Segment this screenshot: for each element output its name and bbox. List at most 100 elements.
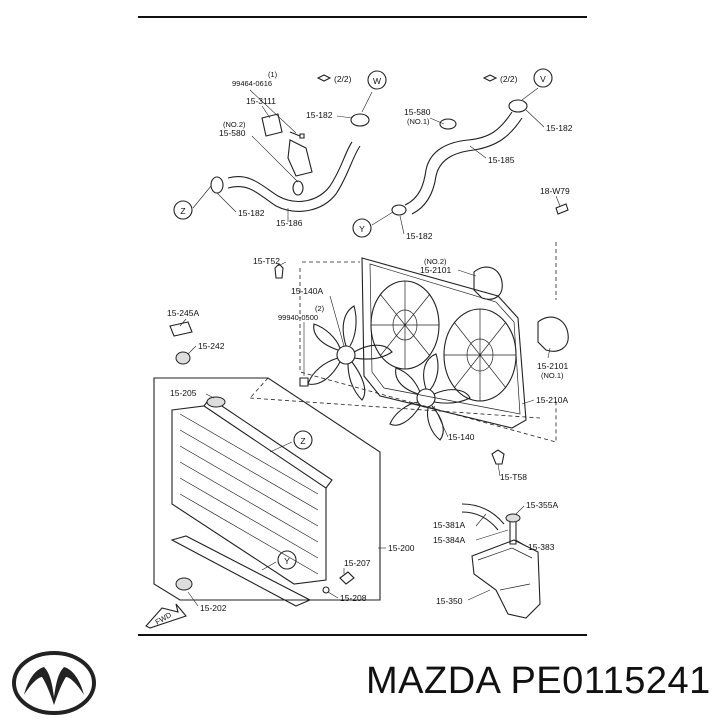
hose-clip-icon-v [482,74,498,82]
leader-15-185 [469,145,487,159]
label-15-t58: 15-T58 [500,472,527,482]
marker-w: W [373,76,381,86]
reservoir-group [461,503,541,619]
leader-15-245a [179,318,187,327]
leader-w [361,91,373,113]
label-15-2101-right: 15-2101 [537,361,568,371]
bracket-15-3111 [261,113,283,137]
label-15-140a: 15-140A [291,286,323,296]
label-15-383: 15-383 [528,542,555,552]
hose-15-185 [404,111,513,206]
leader-15-140 [433,405,449,438]
label-15-242: 15-242 [198,341,225,351]
radiator-group [145,318,541,629]
marker-w-circle [367,70,387,90]
marker-y-lower: Y [284,556,290,566]
label-hose-clip-v: (2/2) [500,74,518,84]
hose-15-186-edge [227,145,361,212]
label-15-200: 15-200 [388,543,415,553]
label-15-245a: 15-245A [167,308,199,318]
leader-15-242 [187,345,197,355]
logo-wing-icon [24,667,84,705]
label-15-208: 15-208 [340,593,367,603]
radiator-core [171,405,327,585]
markers: W V Z Y Z Y FWD [154,68,553,627]
reservoir-detail [477,547,533,591]
nut-99940-0500 [299,377,309,387]
label-99464-0616: 99464-0616 [232,79,272,88]
radiator-dash [249,377,541,419]
label-15-2101-top: 15-2101 [420,265,451,275]
part-labels: (1) 99464-0616 15-3111 (NO.2) 15-580 15-… [167,70,573,613]
label-15-3111: 15-3111 [246,96,276,106]
clamp-15-182-y [391,204,407,216]
marker-z-lower-circle [293,430,313,450]
hose-15-186 [227,141,353,202]
leader-15-210a [521,399,535,405]
clamp-15-580-no2 [292,180,304,196]
leader-y-lower [261,561,277,571]
leader-z-lower [269,441,293,453]
part-number-caption: MAZDA PE0115241 [366,660,711,702]
drain-plug-15-207 [339,571,355,585]
leader-15-t58 [497,463,501,477]
screw-15-t58 [491,449,505,465]
label-15-t52: 15-T52 [253,256,280,266]
label-15-2101-no1-tag: (NO.1) [541,371,564,380]
label-15-580-left: 15-580 [219,128,246,138]
label-15-205: 15-205 [170,388,197,398]
label-15-182-top-right: 15-182 [546,123,573,133]
label-15-580-no2-tag: (NO.2) [223,120,246,129]
leader-15-205 [205,393,215,399]
leader-15-2101-top [457,269,477,277]
clamp-15-182-top-left [350,113,370,127]
shroud-spokes-left [371,281,439,369]
leader-15-355a [515,505,525,515]
label-15-140: 15-140 [448,432,475,442]
leader-z [192,185,212,209]
label-15-580-no1-tag: (NO.1) [407,117,430,126]
fan-motor-15-2101-no2 [473,266,503,300]
leader-15-182-y [399,215,405,235]
clamp-15-182-top-right [508,99,528,113]
label-15-186: 15-186 [276,218,303,228]
leader-15-383 [515,539,527,547]
label-hose-clip-w: (2/2) [334,74,352,84]
upper-left-hose-group [192,74,373,222]
radiator-fins [179,413,319,575]
label-15-384a: 15-384A [433,535,465,545]
marker-v-circle [533,68,553,88]
marker-z-circle [173,200,193,220]
mazda-logo [12,651,96,715]
hose-15-381a [461,503,505,525]
leader-15-208 [327,591,339,599]
label-15-182-top-left: 15-182 [306,110,333,120]
leader-15-381a [475,513,487,527]
label-15-207: 15-207 [344,558,371,568]
leader-15-384a [475,529,509,541]
clamp-15-182-z [210,176,224,194]
logo-ring [12,651,96,715]
leader-15-t52 [277,261,287,267]
label-15-355a: 15-355A [526,500,558,510]
label-15-580-right: 15-580 [404,107,431,117]
leader-15-580-no2 [251,135,299,183]
hose-bracket [287,139,313,177]
leader-99464 [249,89,297,134]
screw-15-t52 [274,263,284,279]
leader-15-350 [467,589,491,601]
fwd-arrow [145,603,187,629]
leader-15-182-top-left [336,115,353,119]
fan-motor-15-2101-no1 [537,316,569,352]
o-ring-15-208 [322,586,330,594]
label-15-2101-no2-tag: (NO.2) [424,257,447,266]
marker-z-lower: Z [300,436,305,446]
clamp-15-580-no1 [439,118,457,130]
fan-assembly-dash [299,242,557,443]
marker-y-lower-circle [277,550,297,570]
leader-15-182-top-right [525,109,545,128]
label-15-182-z: 15-182 [238,208,265,218]
leader-15-2101-right [547,347,551,359]
bolt-18-w79 [555,203,569,215]
marker-y: Y [359,224,365,234]
